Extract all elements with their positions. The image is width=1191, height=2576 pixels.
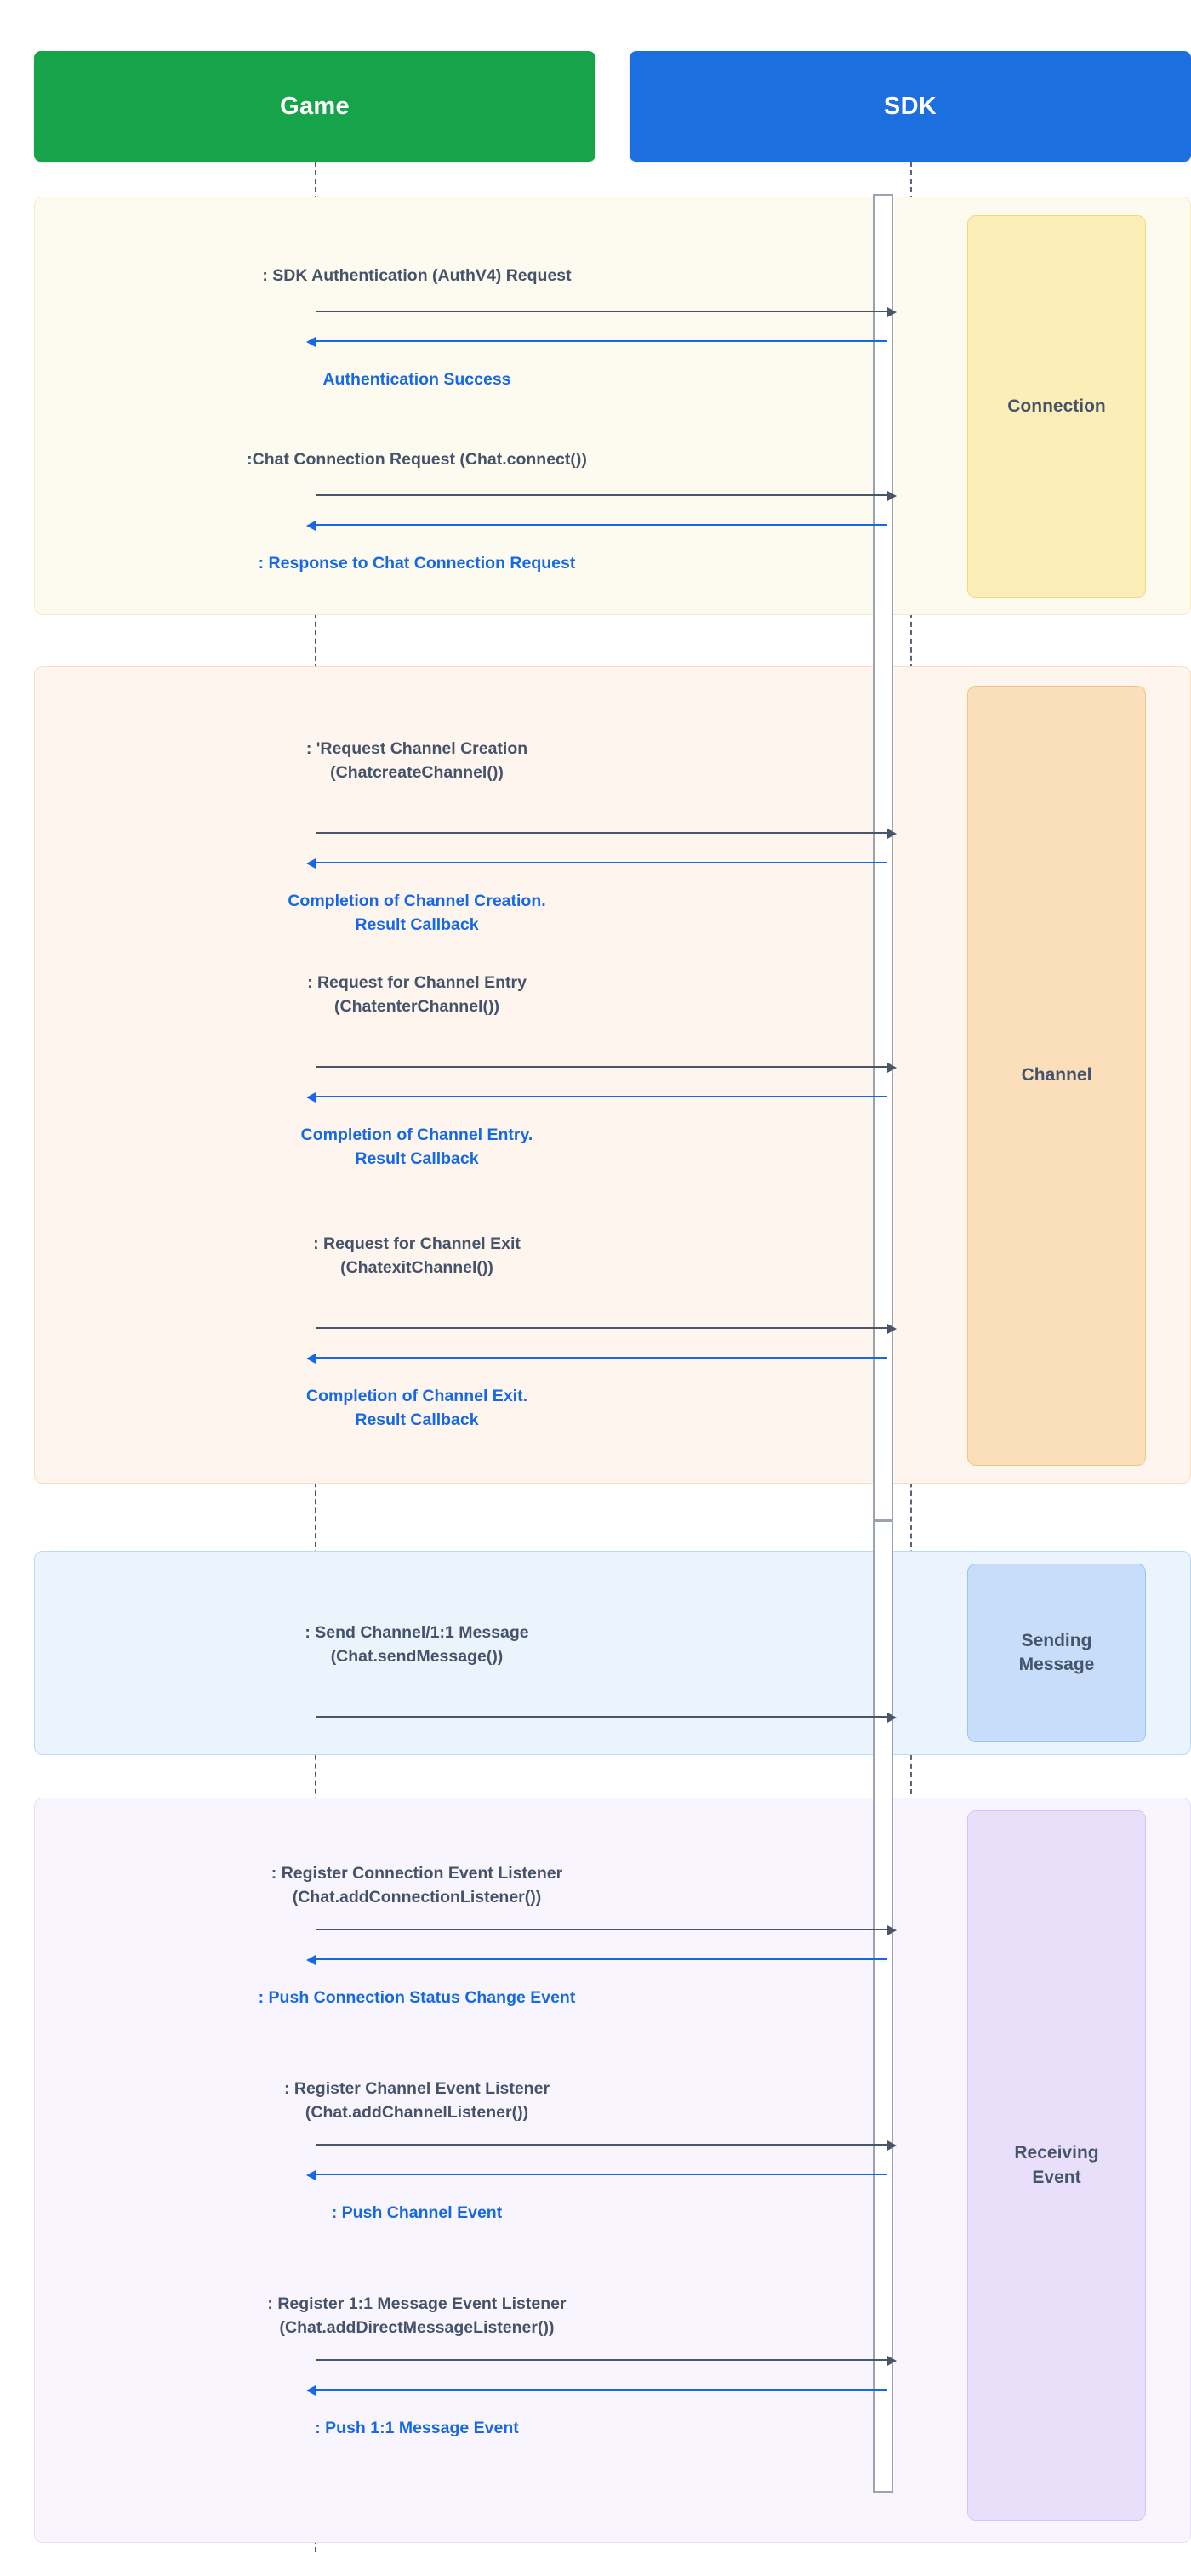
arrowhead-left-icon: [306, 521, 316, 531]
message-label-chat-connection-request: :Chat Connection Request (Chat.connect()…: [247, 450, 587, 469]
message-label-exit-channel-request: : Request for Channel Exit (ChatexitChan…: [313, 1234, 521, 1278]
message-arrow-register-direct-message-listener: [316, 2356, 897, 2366]
section-label-connection: Connection: [967, 215, 1146, 598]
message-arrow-chat-connection-response: [306, 521, 887, 531]
section-label-sending-message-text: Sending Message: [1018, 1630, 1095, 1674]
section-label-connection-text: Connection: [1007, 396, 1106, 416]
arrowhead-left-icon: [306, 2170, 316, 2180]
message-arrow-chat-connection-request: [316, 491, 897, 501]
message-label-send-message-request: : Send Channel/1:1 Message (Chat.sendMes…: [305, 1623, 529, 1667]
section-label-channel: Channel: [967, 686, 1146, 1466]
message-label-create-channel-response: Completion of Channel Creation. Result C…: [288, 892, 546, 935]
arrowhead-right-icon: [887, 1713, 897, 1723]
arrowhead-left-icon: [306, 1092, 316, 1103]
message-arrow-exit-channel-response: [306, 1354, 887, 1364]
arrowhead-left-icon: [306, 337, 316, 347]
arrowhead-right-icon: [887, 2140, 897, 2151]
activation-bar-sdk-lower: [873, 1520, 893, 2493]
message-label-create-channel-request: : 'Request Channel Creation (ChatcreateC…: [305, 739, 528, 783]
message-label-register-channel-listener: : Register Channel Event Listener (Chat.…: [283, 2079, 550, 2123]
message-arrow-exit-channel-request: [316, 1324, 897, 1334]
message-label-push-direct-message-event: : Push 1:1 Message Event: [315, 2419, 519, 2437]
arrowhead-right-icon: [887, 1324, 897, 1334]
message-arrow-push-channel-event: [306, 2170, 887, 2180]
message-arrow-create-channel-request: [316, 829, 897, 839]
section-label-sending-message: Sending Message: [967, 1564, 1146, 1742]
message-arrow-create-channel-response: [306, 858, 887, 869]
message-label-chat-connection-response: : Response to Chat Connection Request: [258, 554, 576, 573]
actor-label-sdk: SDK: [883, 92, 937, 120]
message-label-enter-channel-request: : Request for Channel Entry (ChatenterCh…: [307, 973, 527, 1017]
arrowhead-right-icon: [887, 307, 897, 317]
message-label-register-connection-listener: : Register Connection Event Listener (Ch…: [271, 1864, 563, 1907]
section-label-receiving-event: Receiving Event: [967, 1810, 1146, 2521]
arrowhead-left-icon: [306, 1354, 316, 1364]
arrowhead-left-icon: [306, 1955, 316, 1965]
message-arrow-sdk-auth-request: [316, 307, 897, 317]
message-arrow-push-direct-message-event: [306, 2385, 887, 2396]
section-label-receiving-event-text: Receiving Event: [1014, 2143, 1099, 2187]
message-arrow-auth-success: [306, 337, 887, 347]
message-label-enter-channel-response: Completion of Channel Entry. Result Call…: [300, 1126, 533, 1169]
message-arrow-push-connection-status: [306, 1955, 887, 1965]
arrowhead-right-icon: [887, 2356, 897, 2366]
message-label-push-channel-event: : Push Channel Event: [331, 2203, 503, 2222]
message-arrow-register-connection-listener: [316, 1925, 897, 1935]
message-arrow-register-channel-listener: [316, 2140, 897, 2151]
arrowhead-left-icon: [306, 858, 316, 869]
message-arrow-send-message-request: [316, 1713, 897, 1723]
actor-label-game: Game: [280, 92, 350, 120]
message-label-sdk-auth-request: : SDK Authentication (AuthV4) Request: [262, 266, 572, 285]
actor-box-sdk[interactable]: SDK: [630, 51, 1191, 162]
arrowhead-right-icon: [887, 1925, 897, 1935]
section-label-channel-text: Channel: [1021, 1065, 1092, 1086]
arrowhead-right-icon: [887, 1063, 897, 1073]
message-label-push-connection-status: : Push Connection Status Change Event: [258, 1988, 576, 2007]
arrowhead-right-icon: [887, 491, 897, 501]
arrowhead-right-icon: [887, 829, 897, 839]
actor-box-game[interactable]: Game: [34, 51, 596, 162]
activation-bar-sdk-upper: [873, 194, 893, 1520]
message-arrow-enter-channel-request: [316, 1063, 897, 1073]
message-label-auth-success: Authentication Success: [322, 370, 511, 389]
message-label-register-direct-message-listener: : Register 1:1 Message Event Listener (C…: [267, 2294, 567, 2338]
arrowhead-left-icon: [306, 2385, 316, 2396]
message-label-exit-channel-response: Completion of Channel Exit. Result Callb…: [305, 1387, 527, 1430]
message-arrow-enter-channel-response: [306, 1092, 887, 1103]
